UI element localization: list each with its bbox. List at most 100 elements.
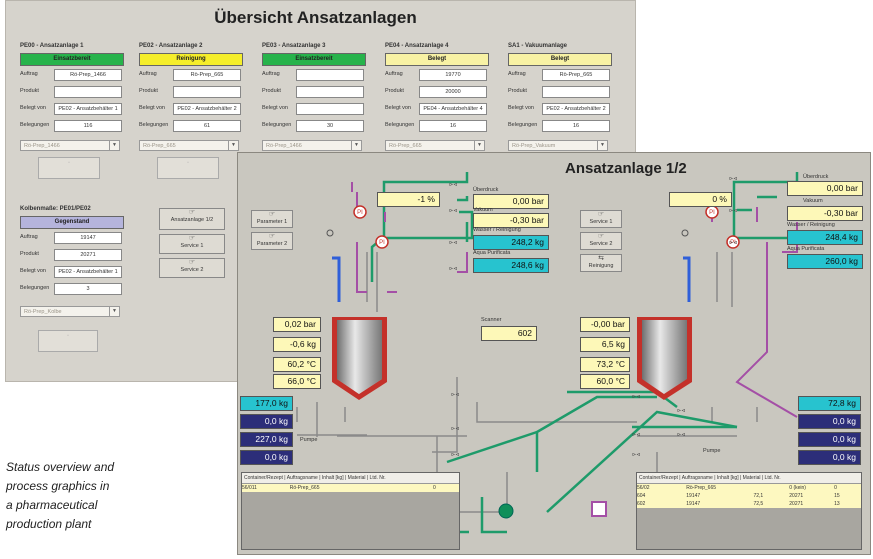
left-wasser-label: Wasser / Reinigung xyxy=(473,227,521,233)
left-vacuum-display: -0,30 bar xyxy=(473,213,549,228)
table-cell: 0 xyxy=(834,485,837,491)
svg-text:⊳⊲: ⊳⊲ xyxy=(449,266,457,272)
caption-line: a pharmaceutical xyxy=(6,498,98,512)
svg-text:⊳⊲: ⊳⊲ xyxy=(449,182,457,188)
left-percent-display: -1 % xyxy=(377,192,440,207)
kolben-dropdown[interactable]: Rö-Prep_Kolbe▼ xyxy=(20,306,120,317)
field-label: Produkt xyxy=(385,88,404,94)
parameter1-button[interactable]: ☞Parameter 1 xyxy=(251,210,293,228)
table-cell: 19147 xyxy=(686,501,701,507)
unit-disabled-button[interactable]: ▫ xyxy=(157,157,219,179)
kolben-auftrag-value: 19147 xyxy=(54,232,122,244)
unit-dropdown[interactable]: Rö-Prep_1466▼ xyxy=(20,140,120,151)
right-aqua-display: 260,0 kg xyxy=(787,254,863,269)
svg-text:PI: PI xyxy=(357,210,363,216)
right-pressure-display: -0,00 bar xyxy=(580,317,630,332)
left-navy1-display: 0,0 kg xyxy=(240,414,293,429)
left-wasser-display: 248,2 kg xyxy=(473,235,549,250)
field-value: 61 xyxy=(173,120,241,132)
scanner-label: Scanner xyxy=(481,317,502,323)
chevron-down-icon: ▼ xyxy=(228,141,238,150)
unit-disabled-button[interactable]: ▫ xyxy=(38,157,100,179)
table-cell: 20271 xyxy=(789,493,804,499)
unit-title: SA1 - Vakuumanlage xyxy=(508,43,568,49)
table-cell: 19147 xyxy=(686,493,701,499)
field-value: 116 xyxy=(54,120,122,132)
hand-icon: ☞ xyxy=(188,209,196,216)
overview-title: Übersicht Ansatzanlagen xyxy=(214,8,417,27)
kolben-status-badge: Gegenstand xyxy=(20,216,124,229)
table-cell: Rö-Prep_665 xyxy=(289,485,320,491)
hand-icon: ☞ xyxy=(597,211,605,218)
vessel-left xyxy=(332,317,387,400)
status-badge: Belegt xyxy=(385,53,489,66)
field-label: Auftrag xyxy=(262,71,280,77)
parameter2-button[interactable]: ☞Parameter 2 xyxy=(251,232,293,250)
hand-icon: ☞ xyxy=(268,233,276,240)
field-label: Auftrag xyxy=(20,71,38,77)
unit-dropdown[interactable]: Rö-Prep_1466▼ xyxy=(262,140,362,151)
field-label: Belegt von xyxy=(262,105,288,111)
right-pumpe-label: Pumpe xyxy=(703,448,721,454)
unit-dropdown[interactable]: Rö-Prep_665▼ xyxy=(139,140,239,151)
unit-title: PE04 - Ansatzanlage 4 xyxy=(385,43,449,49)
field-value: PE02 - Ansatzbehälter 2 xyxy=(542,103,610,115)
chevron-down-icon: ▼ xyxy=(597,141,607,150)
service1-button[interactable]: ☞Service 1 xyxy=(580,210,622,228)
table-cell xyxy=(390,484,433,492)
status-badge: Einsatzbereit xyxy=(262,53,366,66)
field-value xyxy=(54,86,122,98)
svg-text:⊳⊲: ⊳⊲ xyxy=(729,208,737,214)
table-cell: 602 xyxy=(637,501,646,507)
field-label: Belegt von xyxy=(20,105,46,111)
svg-text:⊳⊲: ⊳⊲ xyxy=(449,240,457,246)
right-temp2-display: 60,0 °C xyxy=(580,374,630,389)
left-temp2-display: 66,0 °C xyxy=(273,374,321,389)
overview-service2-button[interactable]: ☞Service 2 xyxy=(159,258,225,278)
svg-text:⊳⊲: ⊳⊲ xyxy=(632,394,640,400)
table-cell: 72,5 xyxy=(753,501,764,507)
field-value: PE02 - Ansatzbehälter 2 xyxy=(173,103,241,115)
svg-text:⊳⊲: ⊳⊲ xyxy=(677,432,685,438)
kolben-disabled-button[interactable]: ▫ xyxy=(38,330,98,352)
chevron-down-icon: ▼ xyxy=(109,307,119,316)
ansatzanlage-button[interactable]: ☞Ansatzanlage 1/2 xyxy=(159,208,225,230)
chevron-down-icon: ▼ xyxy=(351,141,361,150)
svg-text:⊳⊲: ⊳⊲ xyxy=(451,392,459,398)
right-temp1-display: 73,2 °C xyxy=(580,357,630,372)
left-navy2-display: 0,0 kg xyxy=(240,450,293,465)
left-cyan-display: 177,0 kg xyxy=(240,396,293,411)
table-cell: Rö-Prep_665 xyxy=(686,485,717,491)
svg-text:PI: PI xyxy=(730,240,736,246)
field-label: Belegt von xyxy=(508,105,534,111)
field-value xyxy=(542,86,610,98)
field-value xyxy=(296,103,364,115)
table-header: Container/Rezept | Auftragsname | Inhalt… xyxy=(637,473,861,484)
field-value: Rö-Prep_1466 xyxy=(54,69,122,81)
reinigung-button[interactable]: ⇆Reinigung xyxy=(580,254,622,272)
field-value: 30 xyxy=(296,120,364,132)
svg-text:⊳⊲: ⊳⊲ xyxy=(632,432,640,438)
kolben-belegungen-value: 3 xyxy=(54,283,122,295)
right-container-table[interactable]: Container/Rezept | Auftragsname | Inhalt… xyxy=(636,472,862,550)
kolben-produkt-value: 20271 xyxy=(54,249,122,261)
left-temp1-display: 60,2 °C xyxy=(273,357,321,372)
image-caption: Status overview and process graphics in … xyxy=(6,458,186,534)
overview-service1-button[interactable]: ☞Service 1 xyxy=(159,234,225,254)
unit-dropdown[interactable]: Rö-Prep_Vakuum▼ xyxy=(508,140,608,151)
field-label: Produkt xyxy=(20,88,39,94)
arrows-icon: ⇆ xyxy=(598,255,604,262)
left-container-table[interactable]: Container/Rezept | Auftragsname | Inhalt… xyxy=(241,472,460,550)
process-title: Ansatzanlage 1/2 xyxy=(565,160,687,177)
unit-title: PE03 - Ansatzanlage 3 xyxy=(262,43,326,49)
right-wasser-label: Wasser / Reinigung xyxy=(787,222,835,228)
unit-dropdown[interactable]: Rö-Prep_665▼ xyxy=(385,140,485,151)
service2-button[interactable]: ☞Service 2 xyxy=(580,232,622,250)
right-vacuum-label: Vakuum xyxy=(803,198,823,204)
field-label: Auftrag xyxy=(508,71,526,77)
